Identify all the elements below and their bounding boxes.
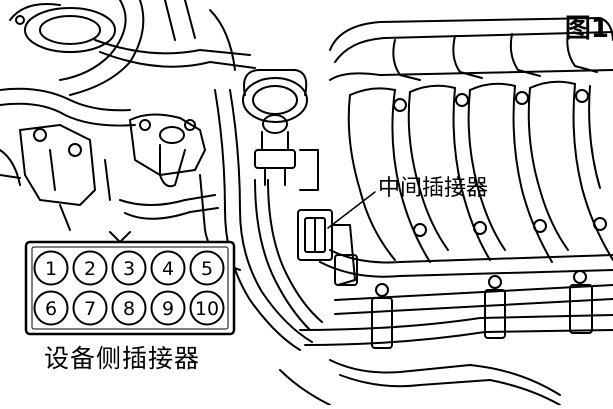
connector-pin bbox=[189, 290, 225, 326]
intermediate-connector-label: 中间插接器 bbox=[378, 176, 489, 201]
connector-pin bbox=[33, 290, 69, 326]
device-connector-label: 设备侧插接器 bbox=[44, 344, 201, 373]
connector-pin bbox=[150, 250, 186, 286]
callout-leader-line bbox=[327, 191, 376, 229]
connector-pin bbox=[150, 290, 186, 326]
connector-pin-number: 6 bbox=[45, 298, 57, 320]
connector-pin-number: 8 bbox=[123, 298, 135, 320]
intake-manifold bbox=[319, 17, 613, 278]
connector-pin-number: 4 bbox=[162, 258, 174, 280]
connector-pin-number: 1 bbox=[45, 258, 57, 280]
center-valve bbox=[242, 69, 319, 191]
connector-pin-number: 7 bbox=[84, 298, 96, 320]
connector-pins: 1 2 3 4 5 6 7 8 9 10 bbox=[33, 250, 225, 326]
intermediate-connector bbox=[297, 209, 358, 286]
connector-pin-number: 2 bbox=[84, 258, 96, 280]
connector-pin bbox=[33, 250, 69, 286]
connector-pin-number: 10 bbox=[195, 298, 219, 320]
left-brackets bbox=[0, 124, 96, 231]
connector-pin bbox=[111, 290, 147, 326]
center-left-parts bbox=[104, 113, 241, 271]
connector-pin bbox=[72, 290, 108, 326]
connector-pin-number: 3 bbox=[123, 258, 135, 280]
top-left-hoses bbox=[0, 0, 256, 127]
connector-pin bbox=[189, 250, 225, 286]
figure-label: 图1 bbox=[564, 14, 609, 44]
connector-pin-number: 5 bbox=[201, 258, 213, 280]
connector-pin-number: 9 bbox=[162, 298, 174, 320]
connector-pin bbox=[111, 250, 147, 286]
top-left-disc bbox=[9, 3, 116, 53]
fuel-rail bbox=[279, 270, 613, 406]
connector-pin bbox=[72, 250, 108, 286]
